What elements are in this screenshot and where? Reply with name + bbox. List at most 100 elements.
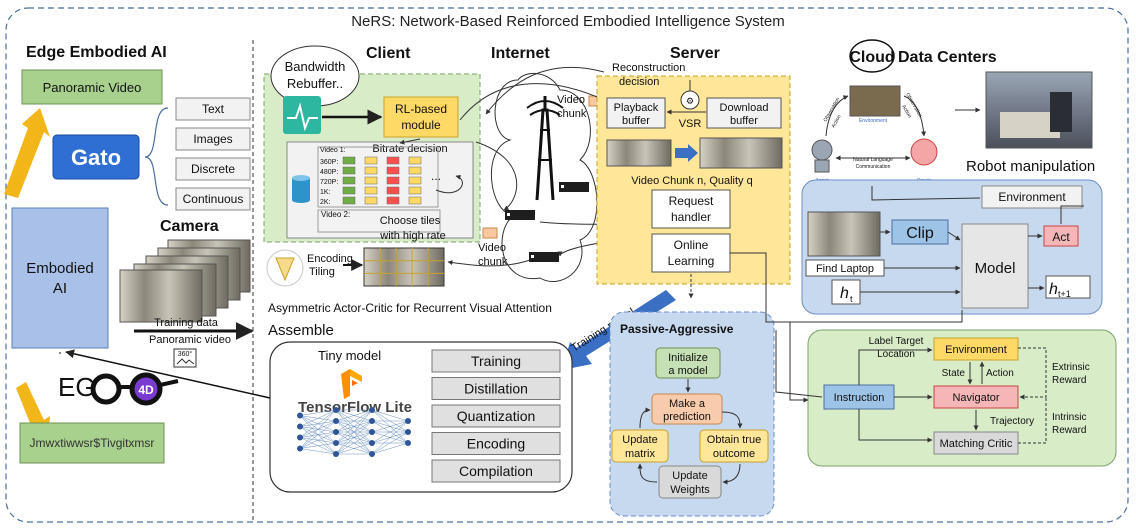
nn-edge <box>299 409 337 416</box>
bitrate-cell <box>408 196 422 205</box>
assemble-step-label: Distillation <box>464 381 528 397</box>
nn-node <box>297 423 303 430</box>
360-label: 360° <box>178 350 193 358</box>
extrinsic-reward-arrow <box>1018 347 1047 400</box>
rl-module-line1: RL-based <box>395 102 447 116</box>
internet-cloud <box>490 72 598 283</box>
predict-box <box>651 393 723 425</box>
env-feedback-line <box>871 186 981 201</box>
bubble-line2: Rebuffer.. <box>287 76 343 91</box>
nn-edge <box>335 409 373 433</box>
online-learning-box <box>651 233 731 273</box>
bitrate-label: 480P: <box>320 169 338 176</box>
encoding-label: Encoding <box>307 253 353 265</box>
nn-edge <box>371 442 409 455</box>
ht-sub: t <box>850 294 853 304</box>
video-chunk-label-2b: chunk <box>557 108 587 120</box>
edge-section: Edge Embodied AI Panoramic Video Gato Te… <box>4 44 254 464</box>
ht-label: h <box>840 285 849 302</box>
bitrate-cell <box>386 176 400 185</box>
navigator-section: Label Target Location Environment State … <box>807 329 1117 467</box>
cloud-to-navigator-arrow <box>789 322 809 403</box>
assemble-section: Assemble Tiny model TensorFlow Lite Trai… <box>268 322 573 493</box>
router-icon-2 <box>559 182 589 192</box>
download-buffer-line1: Download <box>720 102 769 114</box>
nn-edge <box>335 409 373 455</box>
instruction-to-env-arrow <box>858 347 933 385</box>
bitrate-label: 1K: <box>320 189 331 196</box>
neural-network-icon <box>297 407 411 457</box>
reconstruction-arrow <box>485 66 605 115</box>
passive-section: Passive-Aggressive Initialize a model Ma… <box>609 311 775 517</box>
video2-box <box>317 209 441 233</box>
embodied-ai-line1: Embodied <box>26 260 94 277</box>
client-section: Client Bandwidth Rebuffer.. RL-based mod… <box>263 45 552 315</box>
assemble-step-box <box>431 404 561 428</box>
bitrate-cell <box>408 186 422 195</box>
bitrate-cell <box>386 166 400 175</box>
agent-action-arrow <box>825 95 849 137</box>
update-weights-line1: Update <box>672 470 707 482</box>
assemble-step-label: Quantization <box>457 408 536 424</box>
action-right: Action <box>900 104 912 119</box>
label-target-line2: Location <box>877 349 915 360</box>
assemble-step-box <box>431 377 561 400</box>
training-data-label: Training data <box>154 317 219 329</box>
modality-label: Discrete <box>191 162 235 176</box>
nn-node <box>333 440 339 446</box>
assemble-step-box <box>431 349 561 373</box>
modality-box <box>175 97 251 121</box>
oracle-brain-icon <box>910 138 938 166</box>
nn-edge <box>335 442 373 455</box>
encoding-icon-shape <box>275 257 295 282</box>
gato-label: Gato <box>71 145 121 170</box>
vsr-label: VSR <box>679 118 702 130</box>
bitrate-cell <box>364 166 378 175</box>
bitrate-cell <box>386 186 400 195</box>
modality-label: Continuous <box>183 192 244 206</box>
nn-node <box>369 440 375 446</box>
online-learning-line1: Online <box>674 238 709 252</box>
bitrate-cell <box>408 156 422 165</box>
bitrate-cell <box>364 186 378 195</box>
camera-title: Camera <box>160 218 219 235</box>
camera-frames <box>119 239 251 323</box>
bubble-line1: Bandwidth <box>285 59 346 74</box>
passive-title: Passive-Aggressive <box>620 322 734 336</box>
tower-icon <box>526 96 564 201</box>
nn-edge <box>299 442 337 449</box>
assemble-step-box <box>431 459 561 483</box>
360-icon-mountain <box>176 358 195 365</box>
nn-node <box>297 412 303 419</box>
passive-to-cloud-line <box>765 310 963 323</box>
ego4d-text: EG <box>58 372 96 402</box>
modality-brace <box>144 107 169 206</box>
predict-to-obtain-arrow <box>721 411 743 429</box>
modality-box <box>175 127 251 151</box>
nn-node <box>297 445 303 452</box>
update-weights-box <box>658 465 722 499</box>
nn-node <box>405 440 411 446</box>
scene-frame <box>807 211 881 257</box>
ht-box <box>831 279 861 305</box>
act-label: Act <box>1052 230 1070 244</box>
assemble-step-box <box>431 432 561 455</box>
assemble-step-label: Encoding <box>467 436 525 452</box>
predict-line1: Make a <box>669 398 706 410</box>
client-to-router-arrow <box>475 141 518 211</box>
ego4d-temple <box>159 379 179 387</box>
tiling-label: Tiling <box>309 266 335 278</box>
reconstruction-line1: Reconstruction <box>612 62 685 74</box>
action-label: Action <box>986 368 1014 379</box>
bitrate-label: 720P: <box>320 179 338 186</box>
nn-node <box>405 418 411 424</box>
request-handler-line2: handler <box>671 210 711 224</box>
cloud-section: Cloud Data Centers Environment Agent Ora… <box>801 39 1103 315</box>
low-quality-frame <box>606 139 672 167</box>
nn-edge <box>371 409 409 422</box>
nn-node <box>369 451 375 457</box>
ht1-sub: t+1 <box>1058 289 1071 299</box>
bitrate-cell <box>386 196 400 205</box>
ego4d-4d: 4D <box>138 383 154 397</box>
